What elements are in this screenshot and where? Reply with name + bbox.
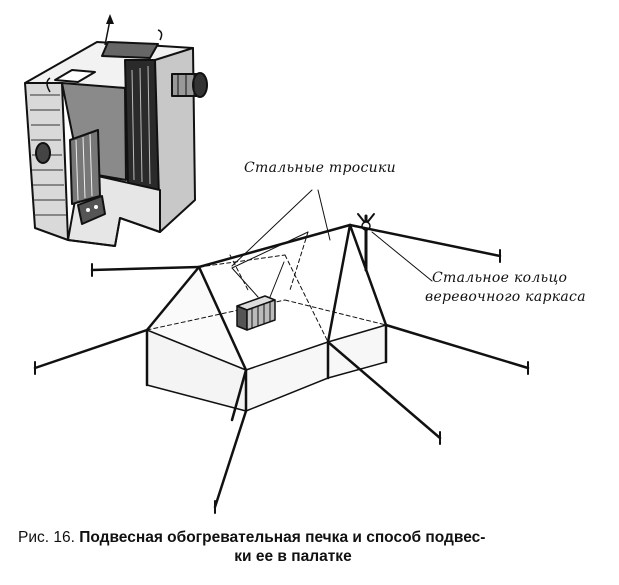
stove-chimney-pipe <box>171 72 208 98</box>
guy-rope <box>33 328 149 370</box>
steel-ring-label-line2: веревочного каркаса <box>425 289 586 305</box>
stove-cutaway-drawing <box>24 14 208 247</box>
caption-line-1: Подвесная обогревательная печка и способ… <box>79 529 486 546</box>
stove-damper-disc <box>35 142 51 164</box>
guy-rope <box>384 323 530 370</box>
guy-rope <box>213 409 248 509</box>
stove-door-plate <box>77 195 106 225</box>
hanging-stove-box <box>236 295 276 331</box>
figure-caption: Рис. 16. Подвесная обогревательная печка… <box>18 528 608 566</box>
tent-ridge-pole <box>197 223 352 269</box>
guy-rope <box>230 368 248 422</box>
tent-drawing <box>33 189 530 514</box>
guy-rope <box>90 265 201 272</box>
tent-side-wall <box>245 324 387 412</box>
caption-line-2: ки ее в палатке <box>234 548 352 565</box>
figure-number: Рис. 16. <box>18 529 75 546</box>
guy-rope <box>348 223 502 258</box>
steel-cables-label: Стальные тросики <box>244 160 396 176</box>
stove-lid <box>54 69 96 83</box>
stove-lift-arrow <box>104 14 114 46</box>
guy-rope <box>326 340 442 440</box>
steel-ring-label-line1: Стальное кольцо <box>432 270 568 286</box>
